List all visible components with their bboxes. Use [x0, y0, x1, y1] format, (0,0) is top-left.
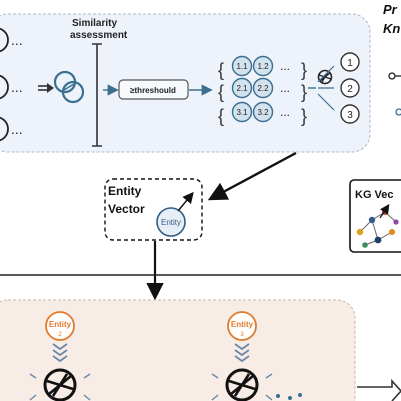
- result-3: 3: [340, 104, 360, 124]
- kg-pointer: [379, 204, 390, 219]
- bottom-panel: [0, 299, 356, 401]
- arrow-fan: [317, 65, 335, 111]
- ellipsis-1: ...: [11, 32, 23, 48]
- top-right-connector-1: [388, 72, 401, 80]
- llm-logo-icon: [225, 368, 259, 401]
- chevrons-down-icon: [52, 343, 68, 363]
- entity-badge: [156, 207, 186, 237]
- entity-vector-title-line1: Entity: [108, 184, 142, 198]
- entity-vector-title-line2: Vector: [108, 202, 145, 216]
- input-node-3: ...: [0, 116, 23, 142]
- group-item: 1.1: [236, 62, 248, 71]
- ellipsis-3: ...: [11, 121, 23, 137]
- brace-open: {: [218, 60, 224, 80]
- group-item: 3.2: [257, 108, 269, 117]
- similarity-icon: [53, 70, 85, 104]
- similarity-heading-line1: Similarity: [72, 18, 117, 29]
- radiating-lines: [29, 373, 273, 401]
- ellipsis-2: ...: [11, 79, 23, 95]
- kg-graph-icon: [356, 209, 399, 248]
- group-item: 3.1: [236, 108, 248, 117]
- group-row-3: { 3.1 3.2 ... }: [218, 101, 307, 126]
- brace-open: {: [218, 82, 224, 102]
- chevrons-down-icon: [234, 343, 250, 363]
- result-label: 3: [347, 110, 353, 121]
- input-node-2: ...: [0, 74, 23, 100]
- llm-logo-icon: [43, 368, 77, 401]
- group-item: 2.1: [236, 84, 248, 93]
- brace-close: }: [301, 60, 307, 80]
- right-arrow-icon: [357, 378, 401, 401]
- brace-close: }: [301, 82, 307, 102]
- threshold-box: [118, 79, 189, 100]
- group-ellipsis: ...: [280, 59, 290, 73]
- entity-vector-pointer: [177, 191, 194, 212]
- group-ellipsis: ...: [280, 105, 290, 119]
- groups: { 1.1 1.2 ... } { 2.1 2.2 ... } { 3.1 3.…: [218, 55, 307, 126]
- similarity-heading-line2: assessment: [70, 30, 128, 41]
- group-item: 2.2: [257, 84, 269, 93]
- bracket: [92, 43, 102, 147]
- top-right-title-line2: Kn: [383, 21, 400, 36]
- input-node-1: ...: [0, 27, 23, 53]
- result-2: 2: [340, 78, 360, 98]
- top-right-connector-2: [395, 108, 401, 116]
- result-label: 1: [347, 58, 353, 69]
- top-right-title-line1: Pr: [383, 2, 398, 17]
- group-row-2: { 2.1 2.2 ... }: [218, 77, 307, 102]
- result-label: 2: [347, 84, 353, 95]
- group-ellipsis: ...: [280, 81, 290, 95]
- group-item: 1.2: [257, 62, 269, 71]
- entity-node-3: Entity 3: [227, 311, 257, 341]
- entity-node-index: 3: [240, 332, 244, 338]
- entity-badge-label: Entity: [161, 218, 181, 227]
- entity-node-label: Entity: [49, 320, 72, 329]
- kg-vector-label: KG Vec: [355, 189, 394, 201]
- blue-dots: [276, 393, 302, 400]
- entity-node-2: Entity 2: [45, 311, 75, 341]
- group-row-1: { 1.1 1.2 ... }: [218, 55, 307, 80]
- double-arrow-icon: [38, 83, 54, 93]
- entity-node-index: 2: [58, 332, 62, 338]
- brace-open: {: [218, 106, 224, 126]
- threshold-label: ≥threshould: [130, 86, 176, 95]
- arrow-to-entity-vector: [207, 151, 297, 201]
- brace-close: }: [301, 106, 307, 126]
- result-1: 1: [340, 52, 360, 72]
- entity-node-label: Entity: [231, 320, 254, 329]
